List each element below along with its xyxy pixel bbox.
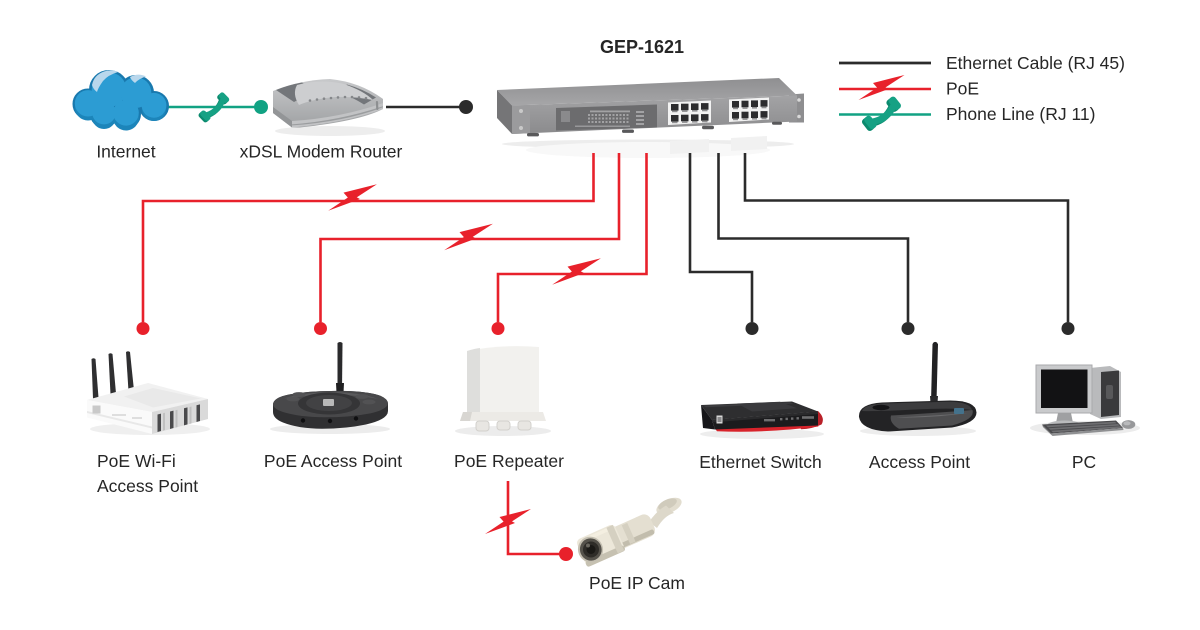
svg-text:Ethernet Switch: Ethernet Switch	[699, 452, 822, 472]
svg-text:Ethernet Cable (RJ 45): Ethernet Cable (RJ 45)	[946, 53, 1125, 73]
svg-text:Internet: Internet	[96, 142, 155, 162]
svg-text:Access Point: Access Point	[97, 476, 198, 496]
svg-text:PoE Access Point: PoE Access Point	[264, 451, 402, 471]
svg-text:GEP-1621: GEP-1621	[600, 37, 684, 57]
svg-text:PoE: PoE	[946, 79, 979, 99]
svg-text:PoE IP Cam: PoE IP Cam	[589, 573, 685, 593]
svg-text:PoE Wi-Fi: PoE Wi-Fi	[97, 451, 176, 471]
svg-text:Access Point: Access Point	[869, 452, 970, 472]
svg-text:Phone Line (RJ 11): Phone Line (RJ 11)	[946, 104, 1096, 124]
svg-text:xDSL Modem Router: xDSL Modem Router	[240, 142, 403, 162]
svg-text:PoE Repeater: PoE Repeater	[454, 451, 564, 471]
svg-text:PC: PC	[1072, 452, 1096, 472]
